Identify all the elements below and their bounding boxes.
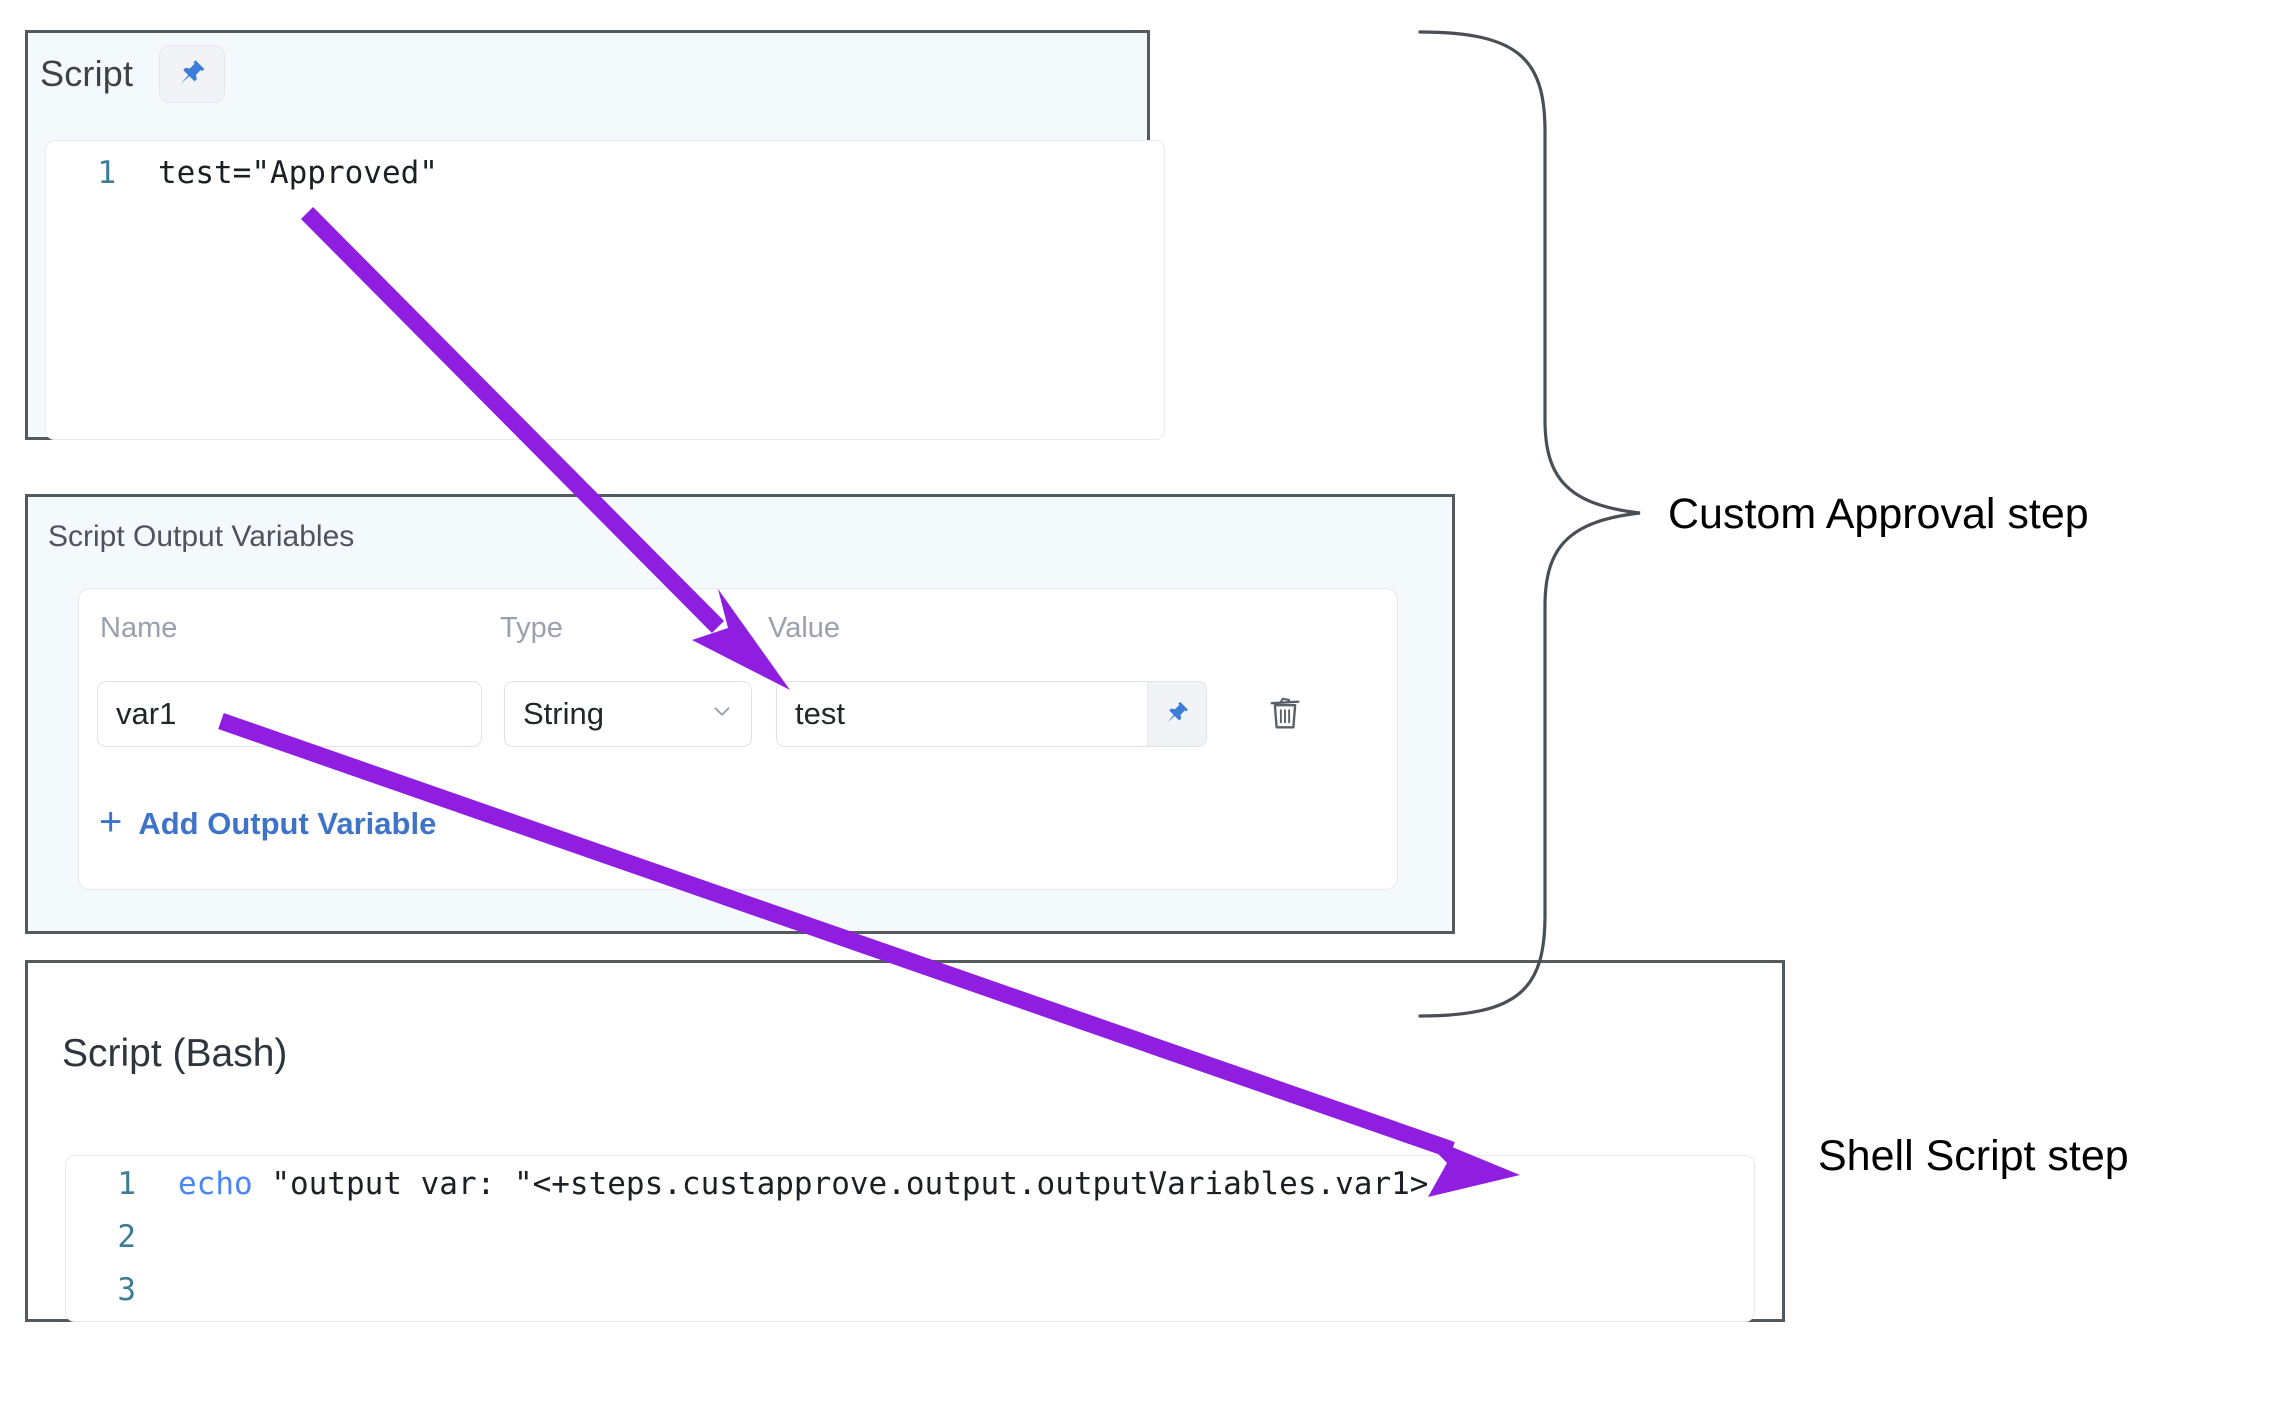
script-panel-title: Script xyxy=(40,53,134,94)
bash-script-title: Script (Bash) xyxy=(62,1032,288,1075)
column-header-type: Type xyxy=(500,612,563,644)
code-line: 2 xyxy=(66,1219,1754,1272)
line-number: 3 xyxy=(117,1272,136,1308)
annotation-shell-script-step: Shell Script step xyxy=(1818,1132,2129,1180)
code-line: 1 test="Approved" xyxy=(46,155,1164,208)
script-output-variables-title: Script Output Variables xyxy=(48,520,355,553)
code-line: 1 echo "output var: "<+steps.custapprove… xyxy=(66,1166,1754,1219)
output-variable-row: var1 String test xyxy=(97,678,1311,750)
code-line-text: test="Approved" xyxy=(158,155,438,191)
annotation-custom-approval-step: Custom Approval step xyxy=(1668,490,2089,538)
code-keyword: echo xyxy=(178,1166,253,1202)
add-output-variable-button[interactable]: + Add Output Variable xyxy=(99,800,437,844)
script-panel-header: Script xyxy=(40,45,226,103)
script-code-editor[interactable]: 1 test="Approved" xyxy=(45,140,1165,440)
line-number: 1 xyxy=(117,1166,136,1202)
variable-value-group: test xyxy=(776,681,1207,747)
column-header-value: Value xyxy=(768,612,841,644)
variable-name-value: var1 xyxy=(116,696,177,731)
line-number: 1 xyxy=(97,155,116,191)
add-output-variable-label: Add Output Variable xyxy=(138,805,437,841)
column-header-name: Name xyxy=(100,612,178,644)
pin-icon[interactable] xyxy=(1147,682,1206,746)
variable-type-select[interactable]: String xyxy=(504,681,752,747)
plus-icon: + xyxy=(99,800,123,844)
chevron-down-icon xyxy=(709,696,735,732)
variable-name-input[interactable]: var1 xyxy=(97,681,482,747)
code-line: 3 xyxy=(66,1272,1754,1321)
variable-type-value: String xyxy=(523,696,604,731)
code-line-text: "output var: "<+steps.custapprove.output… xyxy=(252,1166,1429,1202)
line-number: 2 xyxy=(117,1219,136,1255)
trash-icon[interactable] xyxy=(1259,686,1311,742)
variable-value-text: test xyxy=(795,696,845,731)
pin-icon[interactable] xyxy=(159,45,226,103)
bash-code-editor[interactable]: 1 echo "output var: "<+steps.custapprove… xyxy=(65,1155,1755,1322)
output-variables-column-headers: Name Type Value xyxy=(100,612,1370,652)
variable-value-input[interactable]: test xyxy=(777,682,1147,746)
